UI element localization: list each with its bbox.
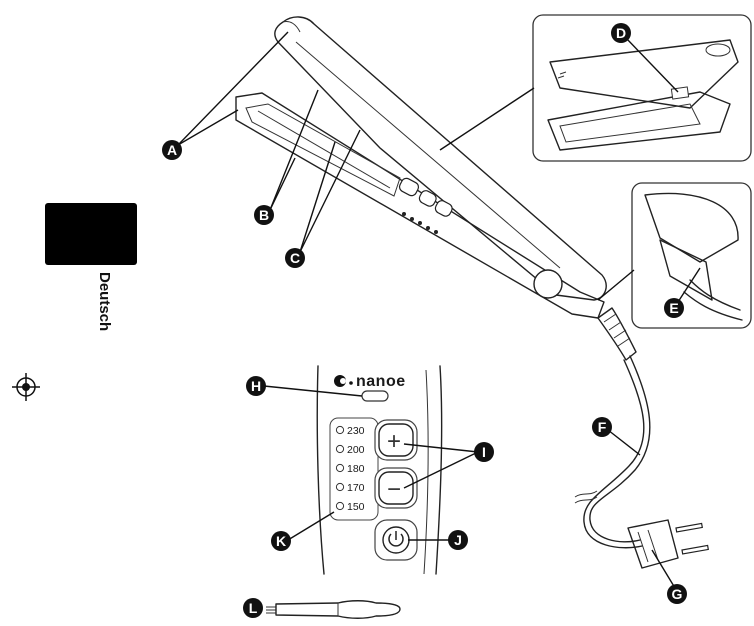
callout-l: L <box>243 598 263 618</box>
callout-k: K <box>271 531 291 551</box>
callout-h-label: H <box>251 378 261 394</box>
temperature-row: 170 <box>335 482 365 494</box>
detail-inset-swivel-cord <box>631 182 752 329</box>
temperature-value: 170 <box>347 482 365 494</box>
minus-label: − <box>387 476 401 503</box>
callout-i-label: I <box>482 444 486 460</box>
language-tab-label: Deutsch <box>96 272 113 331</box>
power-button[interactable] <box>374 519 418 561</box>
callout-j-label: J <box>454 532 462 548</box>
straightener-body <box>235 16 637 361</box>
callout-g-label: G <box>672 586 683 602</box>
cleaning-brush <box>266 600 401 619</box>
callout-l-label: L <box>249 600 258 616</box>
callout-e: E <box>664 298 684 318</box>
callout-b-label: B <box>259 207 269 223</box>
power-plug <box>627 519 709 569</box>
leader-lines <box>177 31 701 589</box>
callout-d-label: D <box>616 25 626 41</box>
temperature-down-button[interactable]: − <box>374 467 418 509</box>
callout-i: I <box>474 442 494 462</box>
power-icon <box>388 531 404 547</box>
temperature-indicator-list: 230 200 180 170 150 <box>329 417 379 521</box>
callout-b: B <box>254 205 274 225</box>
language-tab <box>45 203 137 265</box>
temperature-up-button[interactable]: + <box>374 419 418 461</box>
nanoe-indicator-lamp <box>361 390 389 402</box>
temperature-row: 200 <box>335 444 365 456</box>
detail-inset-plate-sensor <box>532 14 752 162</box>
temperature-value: 200 <box>347 444 365 456</box>
nanoe-logo: nanoe <box>334 373 406 390</box>
callout-f: F <box>592 417 612 437</box>
callout-a: A <box>162 140 182 160</box>
power-cord <box>574 355 651 549</box>
callout-k-label: K <box>276 533 286 549</box>
crosshair-registration-icon <box>12 373 40 401</box>
callout-a-label: A <box>167 142 177 158</box>
temperature-row: 180 <box>335 463 365 475</box>
callout-h: H <box>246 376 266 396</box>
temperature-value: 180 <box>347 463 365 475</box>
callout-j: J <box>448 530 468 550</box>
temperature-row: 230 <box>335 425 365 437</box>
plus-label: + <box>387 428 401 455</box>
temperature-row: 150 <box>335 501 365 513</box>
callout-f-label: F <box>598 419 607 435</box>
brand-label: nanoe <box>356 373 406 390</box>
callout-c-label: C <box>290 250 300 266</box>
callout-c: C <box>285 248 305 268</box>
temperature-value: 150 <box>347 501 365 513</box>
callout-d: D <box>611 23 631 43</box>
callout-e-label: E <box>669 300 678 316</box>
callout-g: G <box>667 584 687 604</box>
temperature-value: 230 <box>347 425 365 437</box>
